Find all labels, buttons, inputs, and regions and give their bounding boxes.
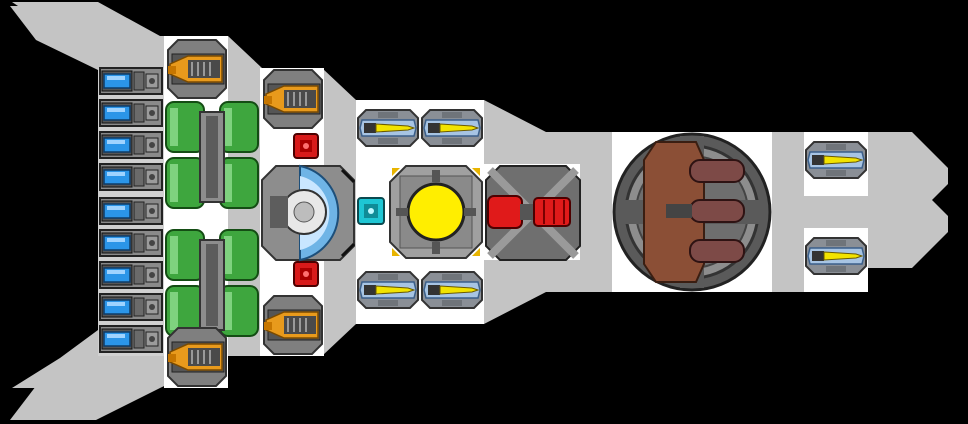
thruster-icon[interactable]: [99, 261, 163, 289]
triple-cannon-turret-icon[interactable]: [612, 132, 772, 292]
hull-fin-top: [10, 6, 160, 70]
engine-icon[interactable]: [167, 39, 227, 99]
thruster-icon[interactable]: [99, 67, 163, 95]
thruster-icon[interactable]: [99, 229, 163, 257]
shield-generator-icon[interactable]: [261, 164, 356, 262]
cyan-connector-icon[interactable]: [357, 197, 385, 225]
small-turret-icon[interactable]: [805, 141, 867, 179]
small-turret-icon[interactable]: [357, 109, 419, 147]
small-turret-icon[interactable]: [805, 237, 867, 275]
hull-fin-bottom: [10, 356, 160, 420]
red-sensor-icon[interactable]: [293, 261, 319, 287]
reactor-core-icon[interactable]: [389, 165, 483, 259]
engine-icon[interactable]: [167, 327, 227, 387]
red-cannon-icon[interactable]: [485, 165, 581, 261]
small-turret-icon[interactable]: [421, 271, 483, 309]
thruster-icon[interactable]: [99, 163, 163, 191]
thruster-icon[interactable]: [99, 197, 163, 225]
thruster-icon[interactable]: [99, 131, 163, 159]
thruster-column: [99, 67, 163, 353]
engine-icon[interactable]: [263, 69, 323, 129]
small-turret-icon[interactable]: [357, 271, 419, 309]
thruster-icon[interactable]: [99, 325, 163, 353]
red-sensor-icon[interactable]: [293, 133, 319, 159]
thruster-icon[interactable]: [99, 293, 163, 321]
small-turret-icon[interactable]: [421, 109, 483, 147]
engine-icon[interactable]: [263, 295, 323, 355]
thruster-icon[interactable]: [99, 99, 163, 127]
